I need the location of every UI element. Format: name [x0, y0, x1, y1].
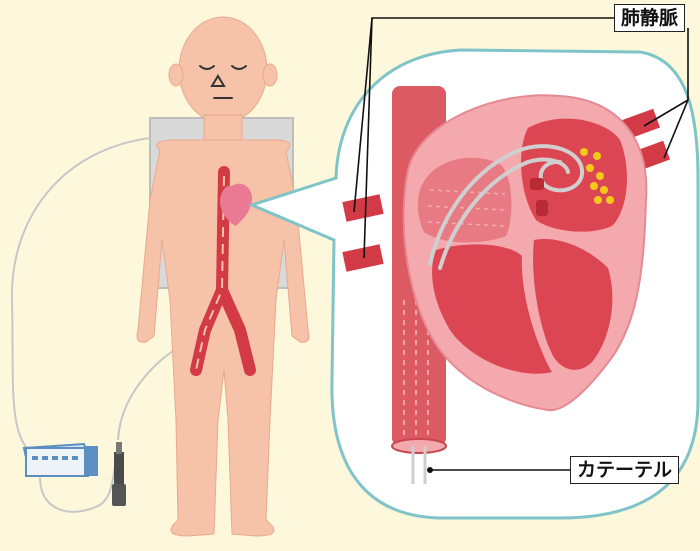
catheter-handle — [112, 442, 126, 506]
vena-cava-opening — [392, 439, 446, 453]
pad-cable — [12, 138, 150, 452]
label-catheter: カテーテル — [570, 456, 679, 484]
leader-dot-catheter — [427, 467, 433, 473]
valve-mark-1 — [530, 178, 544, 190]
ablation-generator — [24, 444, 98, 476]
label-pulmonary-veins: 肺静脈 — [614, 4, 685, 32]
valve-mark-2 — [536, 200, 548, 216]
